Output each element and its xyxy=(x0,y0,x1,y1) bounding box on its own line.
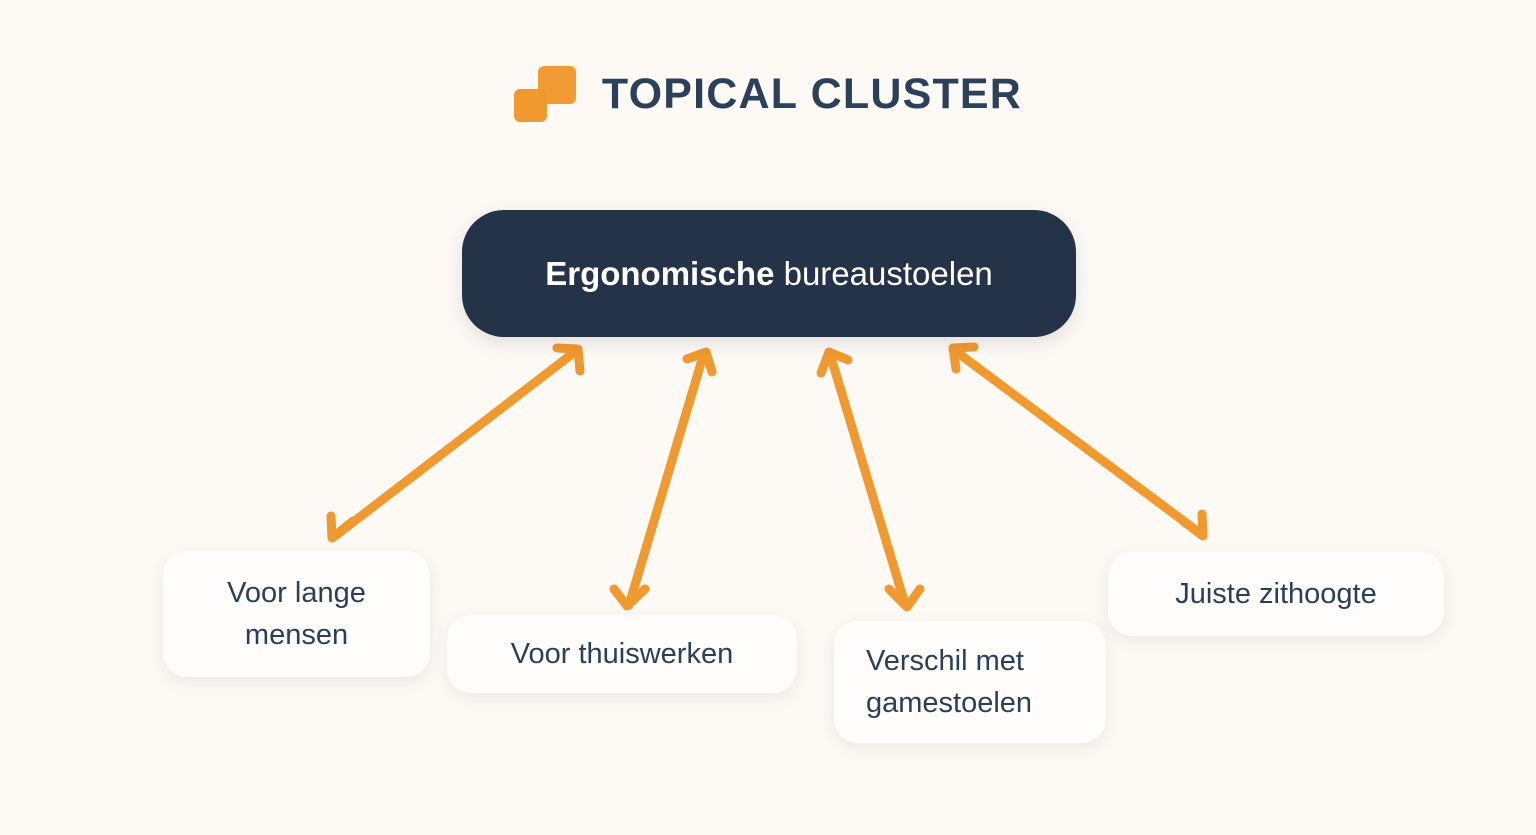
child-node-label: Voor thuiswerken xyxy=(510,637,734,670)
root-node[interactable]: Ergonomische bureaustoelen xyxy=(462,210,1076,337)
connector-verschil xyxy=(816,347,925,612)
root-node-label-bold: Ergonomische xyxy=(545,254,775,292)
child-node-voor-thuiswerken[interactable]: Voor thuiswerken xyxy=(447,615,797,693)
brand-header: TOPICAL CLUSTER xyxy=(0,66,1536,122)
child-node-label: Voor lange mensen xyxy=(227,576,366,651)
two-squares-logo-icon xyxy=(513,66,576,122)
connector-zithoogte xyxy=(948,342,1208,541)
child-node-verschil-met-gamestoelen[interactable]: Verschil met gamestoelen xyxy=(834,621,1106,743)
child-node-voor-lange-mensen[interactable]: Voor lange mensen xyxy=(163,551,430,677)
connector-lange xyxy=(326,343,585,543)
child-node-label: Juiste zithoogte xyxy=(1175,577,1377,610)
connector-thuis xyxy=(609,347,717,611)
page-title: TOPICAL CLUSTER xyxy=(601,69,1023,118)
root-node-label-regular: bureaustoelen xyxy=(774,254,993,292)
root-node-label: Ergonomische bureaustoelen xyxy=(545,254,993,294)
logo-square-small xyxy=(513,89,547,122)
child-node-juiste-zithoogte[interactable]: Juiste zithoogte xyxy=(1108,552,1444,636)
child-node-label: Verschil met gamestoelen xyxy=(866,644,1033,719)
